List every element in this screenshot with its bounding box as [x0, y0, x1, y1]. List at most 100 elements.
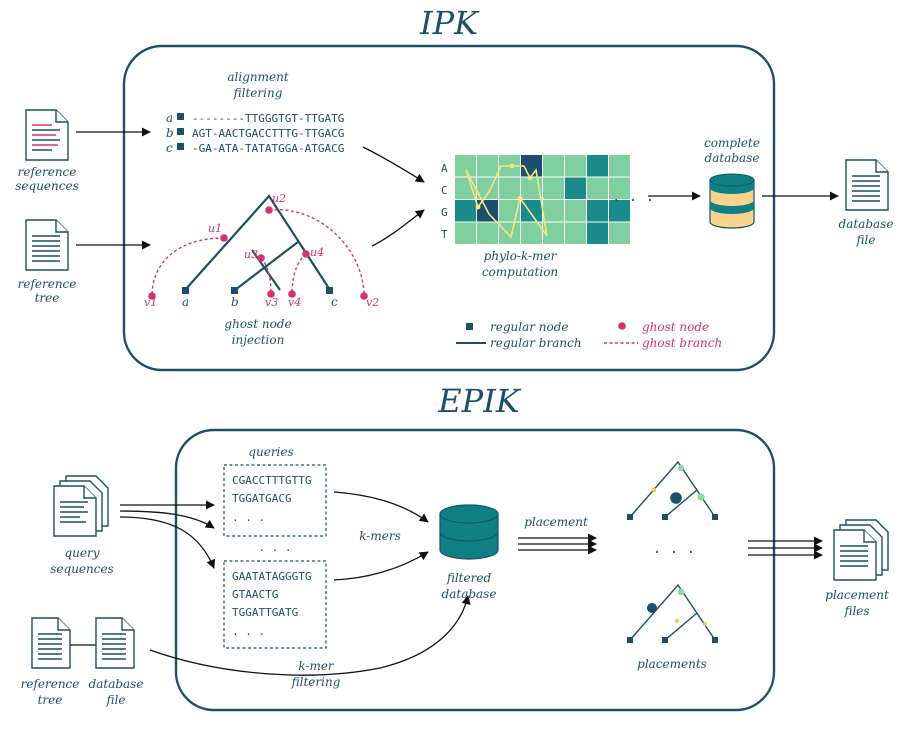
database-file-doc-icon: [845, 159, 889, 211]
grid-cell: [455, 222, 476, 244]
ghost-label-v2: v2: [366, 296, 379, 309]
kmer-filtering-label-2: filtering: [291, 675, 341, 689]
ipk-title: IPK: [419, 4, 480, 42]
query-block-2-line-1: GAATATAGGGTG: [232, 570, 311, 583]
grid-cell: [565, 222, 586, 244]
grid-cell: [609, 177, 630, 199]
reference-sequences-doc-icon: [25, 109, 69, 161]
query-sequences-docs-icon: [53, 475, 109, 537]
grid-cell: [477, 222, 498, 244]
leaf-c-icon: [326, 287, 333, 294]
placement-tree-2: [627, 583, 718, 643]
query-sequences-label-1: query: [64, 546, 99, 560]
ghost-node-u1-icon: [220, 234, 228, 242]
grid-cell: [499, 177, 520, 199]
ghost-label-v4: v4: [288, 296, 301, 309]
grid-row-label-T: T: [441, 228, 448, 241]
kmer-path-dot-icon: [517, 195, 523, 201]
grid-cell: [499, 200, 520, 222]
query-block-1-line-1: CGACCTTTGTTG: [232, 474, 311, 487]
legend-ghost-node-icon: [618, 322, 626, 330]
arrow-tree-to-grid: [371, 209, 425, 247]
grid-cell: [587, 222, 608, 244]
arrow-alignment-to-grid: [362, 146, 425, 183]
tree-leaf-a: a: [182, 295, 189, 309]
alignment-filtering-label-2: filtering: [233, 86, 283, 100]
kmer-filtering-label-1: k-mer: [298, 659, 335, 673]
grid-cell: [609, 200, 630, 222]
ghost-injected-tree: [148, 194, 368, 300]
placement-dot-icon: [651, 487, 657, 493]
placement-tree-1: [627, 460, 718, 520]
epik-database-file-label-2: file: [106, 693, 126, 707]
grid-cell: [543, 222, 564, 244]
ghost-label-u1: u1: [208, 222, 222, 235]
grid-cell: [609, 155, 630, 177]
grid-row-label-A: A: [441, 162, 448, 175]
ghost-node-u2-icon: [265, 206, 273, 214]
alignment-rows: a --------TTGGGTGT-TTGATG b AGT-AACTGACC…: [166, 111, 344, 155]
ipk-panel: [122, 44, 776, 372]
query-block-2-line-2: GTAACTG: [232, 588, 278, 601]
grid-cell: [565, 155, 586, 177]
grid-cell: [587, 177, 608, 199]
filtered-database-label-1: filtered: [446, 571, 492, 585]
grid-cell: [543, 155, 564, 177]
grid-cell: [565, 177, 586, 199]
ghost-label-u3: u3: [244, 248, 258, 261]
kmer-path-dot-icon: [509, 163, 515, 169]
ghost-leaf-v3-icon: [267, 290, 275, 298]
legend-ghost-node: ghost node: [642, 320, 709, 334]
complete-database-label-2: database: [705, 151, 760, 165]
legend-regular-branch: regular branch: [490, 336, 582, 350]
legend-regular-node: regular node: [490, 320, 569, 334]
kmer-path-dot-icon: [475, 204, 481, 210]
tree-leaf-c: c: [331, 295, 338, 309]
alignment-node-a-icon: [177, 113, 184, 120]
epik-title: EPIK: [437, 382, 522, 420]
database-file-label-2: file: [856, 233, 876, 247]
epik-reference-tree-label-2: tree: [38, 693, 63, 707]
ghost-label-u2: u2: [272, 192, 286, 205]
placement-label: placement: [524, 515, 588, 529]
alignment-label-b: b: [166, 126, 174, 140]
query-block-2-line-3: TGGATTGATG: [232, 606, 298, 619]
placement-dot-icon: [703, 622, 707, 626]
ghost-label-v3: v3: [265, 296, 278, 309]
arrow-filtering-to-db: [149, 595, 471, 676]
epik-reference-tree-doc-icon: [31, 617, 71, 669]
reference-tree-doc-icon: [25, 219, 69, 271]
phylo-kmer-label-2: computation: [482, 265, 558, 279]
placement-dot-icon: [697, 493, 705, 501]
query-sequences-label-2: sequences: [50, 562, 113, 576]
alignment-node-b-icon: [177, 128, 184, 135]
alignment-seq-b: AGT-AACTGACCTTTG-TTGACG: [192, 127, 344, 140]
kmers-label: k-mers: [359, 529, 401, 543]
epik-database-file-label-1: database: [89, 677, 144, 691]
grid-cell: [477, 155, 498, 177]
placement-files-label-2: files: [843, 604, 869, 618]
ghost-leaf-v1-icon: [148, 292, 156, 300]
ghost-label-u4: u4: [310, 246, 324, 259]
grid-cell: [455, 155, 476, 177]
query-block-1: [223, 464, 327, 537]
grid-cell: [521, 200, 542, 222]
leaf-a-icon: [182, 287, 189, 294]
grid-row-label-G: G: [441, 206, 448, 219]
complete-database-label-1: complete: [704, 136, 760, 150]
placement-dot-icon: [677, 464, 685, 472]
arrow-query-to-block1-b: [119, 510, 215, 529]
arrow-block1-to-db: [333, 491, 429, 523]
grid-cell: [565, 200, 586, 222]
reference-tree-label-2: tree: [35, 291, 60, 305]
database-file-label-1: database: [839, 217, 894, 231]
placement-trees-ellipsis: . . .: [653, 541, 695, 557]
ghost-leaf-v2-icon: [360, 292, 368, 300]
alignment-seq-a: --------TTGGGTGT-TTGATG: [192, 112, 344, 125]
placement-files-label-1: placement: [825, 588, 889, 602]
grid-cell: [587, 155, 608, 177]
ghost-injection-label-2: injection: [232, 333, 285, 347]
alignment-filtering-label-1: alignment: [227, 70, 288, 84]
epik-database-file-doc-icon: [95, 617, 135, 669]
